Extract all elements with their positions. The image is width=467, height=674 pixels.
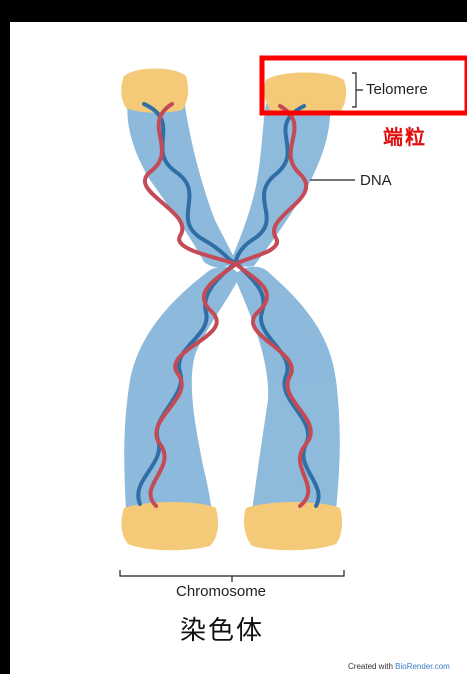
telomere-chinese-label: 端粒 bbox=[383, 121, 427, 150]
telomere-cap-bottom-right bbox=[244, 502, 342, 550]
chromosome-label: Chromosome bbox=[176, 583, 266, 600]
chromosome-chinese-label: 染色体 bbox=[180, 610, 264, 647]
telomere-cap-top-right bbox=[264, 73, 346, 115]
biorender-credit: Created with BioRender.com bbox=[348, 662, 450, 671]
telomere-bracket bbox=[352, 73, 363, 107]
chromosome-bracket bbox=[120, 570, 344, 582]
credit-brand-link[interactable]: BioRender.com bbox=[395, 662, 450, 671]
telomere-label: Telomere bbox=[366, 81, 428, 98]
credit-prefix: Created with bbox=[348, 662, 395, 671]
telomere-cap-top-left bbox=[121, 69, 188, 113]
dna-label: DNA bbox=[360, 172, 392, 189]
telomere-cap-bottom-left bbox=[121, 502, 218, 550]
